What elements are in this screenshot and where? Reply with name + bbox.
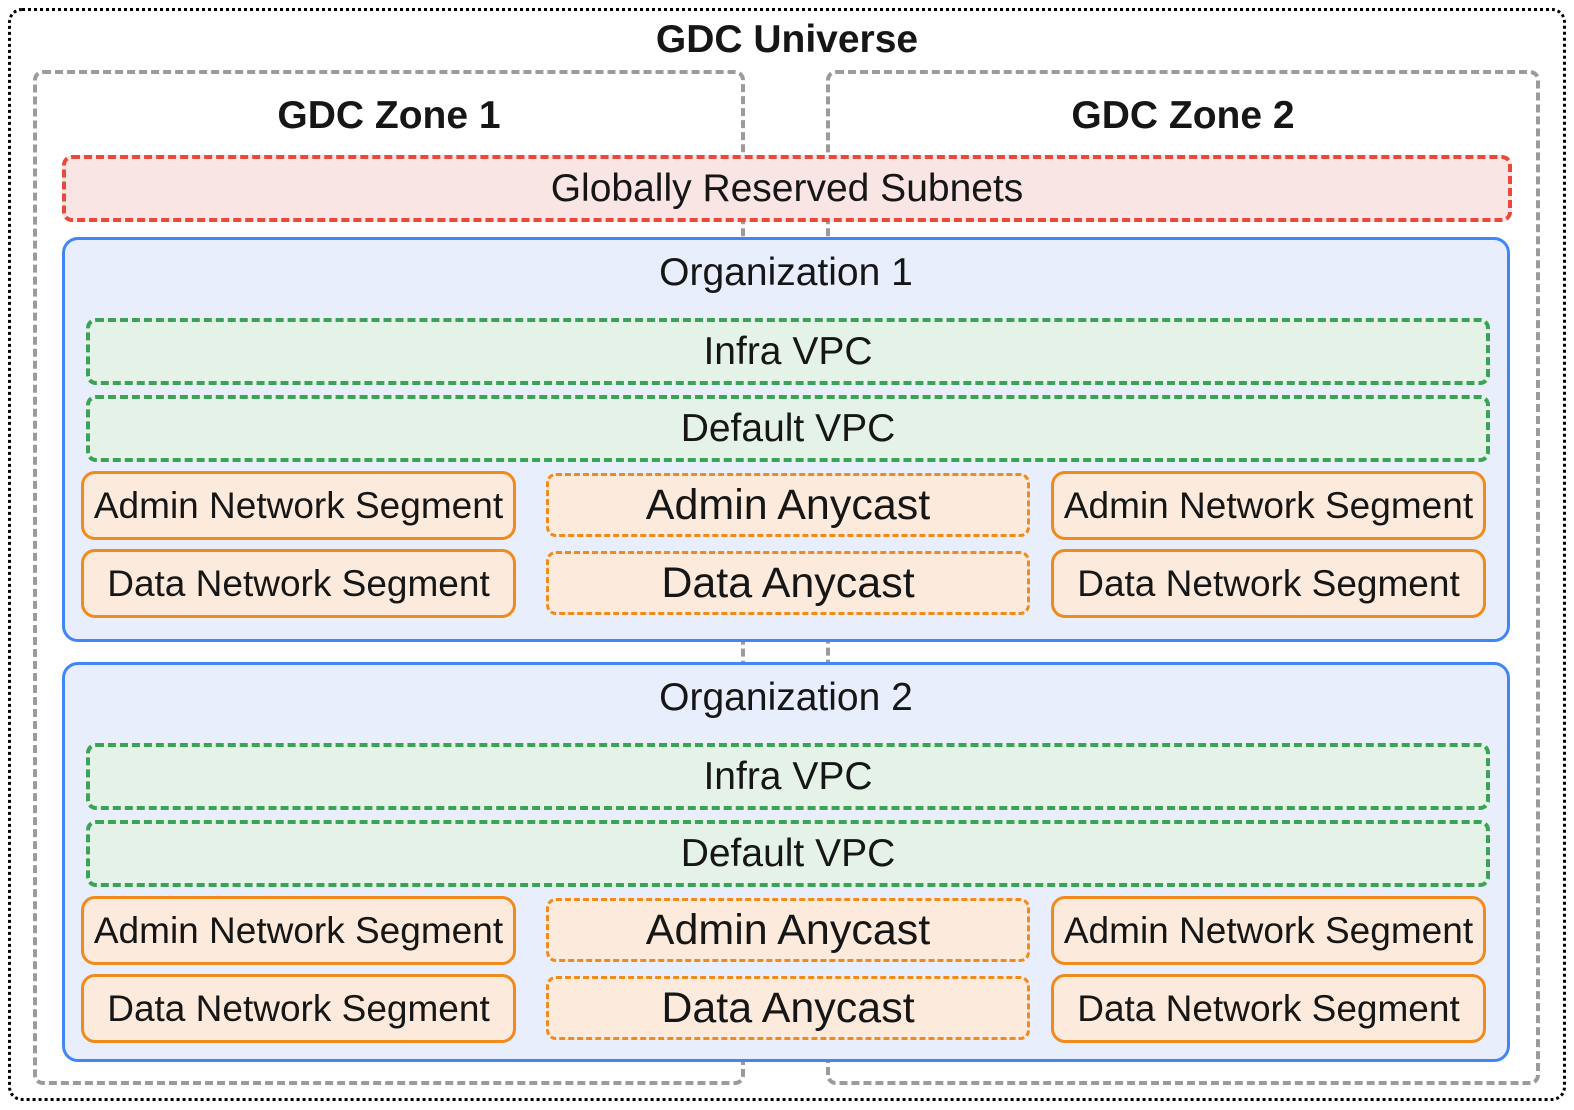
org2-zone1-admin-network-segment: Admin Network Segment	[81, 896, 516, 965]
org1-default-vpc-box: Default VPC	[86, 395, 1490, 462]
org2-zone1-admin-network-segment-label: Admin Network Segment	[93, 909, 504, 951]
globally-reserved-subnets-box: Globally Reserved Subnets	[62, 155, 1512, 222]
org2-default-vpc-box: Default VPC	[86, 820, 1490, 887]
org2-admin-anycast: Admin Anycast	[546, 898, 1030, 962]
globally-reserved-subnets-label: Globally Reserved Subnets	[550, 166, 1024, 210]
org2-default-vpc-label: Default VPC	[680, 831, 896, 875]
org1-zone2-data-network-segment-label: Data Network Segment	[1077, 562, 1460, 604]
org2-zone1-data-network-segment-label: Data Network Segment	[107, 987, 490, 1029]
org1-admin-anycast-label: Admin Anycast	[645, 480, 931, 529]
org1-zone1-admin-network-segment: Admin Network Segment	[81, 471, 516, 540]
org1-zone2-admin-network-segment: Admin Network Segment	[1051, 471, 1486, 540]
org2-zone2-data-network-segment: Data Network Segment	[1051, 974, 1486, 1043]
org2-admin-anycast-label: Admin Anycast	[645, 905, 931, 954]
organization-2-box: Organization 2 Infra VPC Default VPC Adm…	[62, 662, 1510, 1062]
org2-data-anycast: Data Anycast	[546, 976, 1030, 1040]
diagram-title: GDC Universe	[655, 18, 919, 61]
org1-infra-vpc-label: Infra VPC	[703, 329, 873, 373]
org2-infra-vpc-box: Infra VPC	[86, 743, 1490, 810]
org1-zone1-data-network-segment-label: Data Network Segment	[107, 562, 490, 604]
org1-data-anycast-label: Data Anycast	[661, 558, 915, 607]
org2-zone2-admin-network-segment: Admin Network Segment	[1051, 896, 1486, 965]
gdc-universe-boundary	[8, 8, 1566, 1101]
org1-data-anycast: Data Anycast	[546, 551, 1030, 615]
org1-zone1-data-network-segment: Data Network Segment	[81, 549, 516, 618]
organization-1-title: Organization 1	[659, 251, 913, 294]
org2-infra-vpc-label: Infra VPC	[703, 754, 873, 798]
org2-zone2-admin-network-segment-label: Admin Network Segment	[1063, 909, 1474, 951]
organization-2-title: Organization 2	[659, 676, 913, 719]
org1-zone1-admin-network-segment-label: Admin Network Segment	[93, 484, 504, 526]
org2-data-anycast-label: Data Anycast	[661, 983, 915, 1032]
org1-zone2-admin-network-segment-label: Admin Network Segment	[1063, 484, 1474, 526]
gdc-zone-1-title: GDC Zone 1	[277, 94, 501, 137]
org2-zone2-data-network-segment-label: Data Network Segment	[1077, 987, 1460, 1029]
org1-infra-vpc-box: Infra VPC	[86, 318, 1490, 385]
org1-default-vpc-label: Default VPC	[680, 406, 896, 450]
org2-zone1-data-network-segment: Data Network Segment	[81, 974, 516, 1043]
gdc-zone-2-title: GDC Zone 2	[1071, 94, 1295, 137]
org1-zone2-data-network-segment: Data Network Segment	[1051, 549, 1486, 618]
org1-admin-anycast: Admin Anycast	[546, 473, 1030, 537]
organization-1-box: Organization 1 Infra VPC Default VPC Adm…	[62, 237, 1510, 642]
